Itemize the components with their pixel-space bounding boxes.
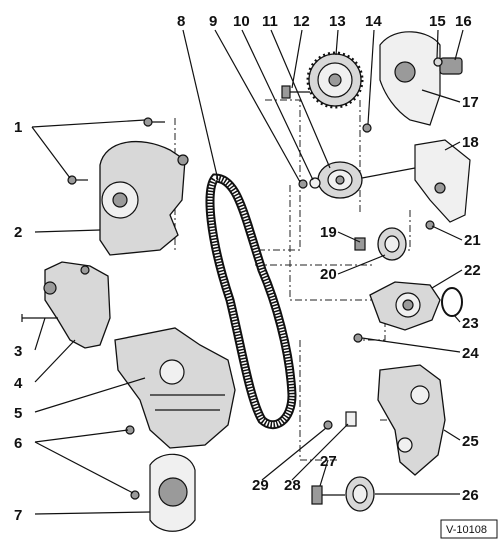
callout-26: 26: [462, 487, 479, 504]
callout-8: 8: [177, 13, 185, 30]
callout-12: 12: [293, 13, 310, 30]
bolt-14: [362, 123, 372, 133]
cover-clip: [177, 154, 189, 166]
tensioner-bore: [335, 175, 345, 185]
callout-14: 14: [365, 13, 382, 30]
cover-mount-hole: [43, 281, 57, 295]
callout-27: 27: [320, 453, 337, 470]
sprocket-bore: [328, 73, 342, 87]
callout-11: 11: [262, 13, 278, 30]
spacer-28: [345, 411, 357, 427]
washer-10: [309, 177, 321, 189]
tensioner-rod: [361, 167, 416, 179]
callout-20: 20: [320, 266, 337, 283]
callout-24: 24: [462, 345, 479, 362]
reference-code: V-10108: [446, 524, 487, 536]
callout-10: 10: [233, 13, 250, 30]
bracket-hole: [397, 437, 413, 453]
bolt-1a-head: [143, 117, 153, 127]
tensioner-bracket: [414, 139, 471, 223]
callout-13: 13: [329, 13, 346, 30]
bolt-19: [354, 237, 366, 251]
callout-22: 22: [464, 262, 481, 279]
cover-ribs: [150, 394, 225, 411]
crank-sprocket-hub: [352, 484, 368, 504]
bolt-9: [298, 179, 308, 189]
assembly-lines: [174, 99, 411, 500]
callout-18: 18: [462, 134, 479, 151]
callout-15: 15: [429, 13, 446, 30]
callout-19: 19: [320, 224, 337, 241]
callout-1: 1: [14, 119, 22, 136]
bolt-15: [433, 57, 443, 67]
callout-29: 29: [252, 477, 269, 494]
pump-shaft: [402, 299, 414, 311]
bracket-hole: [410, 385, 430, 405]
engine-bracket: [377, 364, 446, 476]
callout-28: 28: [284, 477, 301, 494]
lower-cover-opening: [159, 359, 185, 385]
callout-25: 25: [462, 433, 479, 450]
leader-lines: [31, 29, 464, 515]
sensor-16: [439, 57, 463, 75]
cover-boss-hole: [112, 192, 128, 208]
upper-belt-cover: [99, 140, 186, 256]
middle-belt-cover: [44, 261, 111, 349]
bracket-hole: [434, 182, 446, 194]
callout-4: 4: [14, 375, 23, 392]
callout-21: 21: [464, 232, 481, 249]
bolt-29: [323, 420, 333, 430]
crank-bolt-head: [311, 485, 323, 505]
cover-opening: [394, 61, 416, 83]
callout-16: 16: [455, 13, 472, 30]
callout-17: 17: [462, 94, 479, 111]
bolt-24: [353, 333, 363, 343]
reference-box: [440, 519, 498, 539]
o-ring: [441, 287, 463, 317]
sprocket-teeth: [306, 51, 364, 109]
lower-belt-cover: [114, 327, 236, 449]
callout-3: 3: [14, 343, 22, 360]
callout-7: 7: [14, 507, 22, 524]
idler-hub: [384, 235, 400, 253]
bolt-21: [425, 220, 435, 230]
rear-plate-hole: [158, 477, 188, 507]
bolt-12-head: [281, 85, 291, 99]
callout-6: 6: [14, 435, 22, 452]
callout-9: 9: [209, 13, 217, 30]
callout-5: 5: [14, 405, 22, 422]
callout-2: 2: [14, 224, 22, 241]
callout-23: 23: [462, 315, 479, 332]
callout-numbers: 1 2 3 4 5 6 7 8 9 10 11 12 13 14 15 16 1…: [14, 13, 481, 524]
cover-mount-hole: [80, 265, 90, 275]
